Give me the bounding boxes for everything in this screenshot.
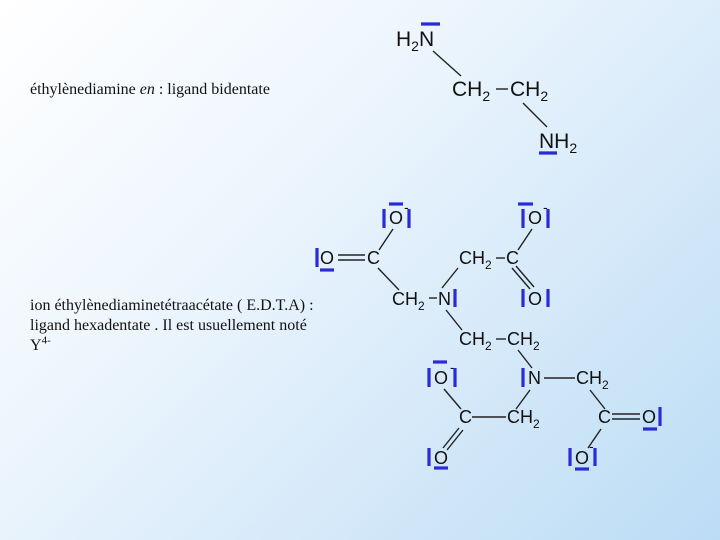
edta-c-b: C (506, 248, 519, 268)
caption-edta-line1: ion éthylènediaminetétraacétate ( E.D.T.… (30, 297, 314, 314)
caption-edta-y: Y (30, 337, 42, 354)
edta-o-minus-a: O (389, 208, 403, 228)
edta-ch2-n2: CH2 (576, 368, 609, 392)
edta-ch2-a: CH2 (459, 248, 492, 272)
edta-o-minus-b: O (528, 208, 542, 228)
edta-bond-oa-ca (378, 228, 394, 251)
caption-en-name: éthylènediamine (30, 81, 140, 98)
edta-bond-ca-ch2n1 (377, 267, 400, 291)
en-amine-top: H2N (396, 28, 434, 54)
edta-o-double-d: O (642, 407, 656, 427)
edta-double-bond-b1 (511, 267, 531, 290)
edta-o-double-c: O (434, 448, 448, 468)
en-amine-bottom: NH2 (539, 130, 577, 156)
edta-c-a: C (367, 248, 380, 268)
edta-ch2-c: CH2 (507, 407, 540, 431)
edta-bond-ch2n2-cd (589, 389, 606, 410)
edta-ch2-bridge-left: CH2 (459, 329, 492, 353)
edta-bond-ch2a-n1 (441, 267, 459, 289)
en-bond-n-ch2 (432, 50, 462, 77)
edta-n2: N (528, 368, 541, 388)
en-ch2-right: CH2 (510, 78, 548, 104)
edta-ch2-n1: CH2 (392, 289, 425, 313)
edta-minus-d: - (589, 438, 594, 454)
edta-minus-c: - (450, 359, 455, 375)
caption-ethylenediamine: éthylènediamine en : ligand bidentate (30, 80, 270, 100)
edta-double-bond-c1 (442, 427, 460, 449)
en-ch2-left: CH2 (452, 78, 490, 104)
edta-o-minus-d: O (575, 448, 589, 468)
en-bond-ch2-nh2 (522, 102, 548, 128)
ethylenediamine-structure: H2N CH2 CH2 NH2 (396, 22, 577, 156)
edta-o-double-a: O (320, 248, 334, 268)
edta-bond-cd-od (587, 428, 602, 449)
edta-c-c: C (459, 407, 472, 427)
edta-n1: N (438, 289, 451, 309)
edta-c-d: C (598, 407, 611, 427)
edta-bond-n2-ch2c (515, 389, 531, 410)
edta-structure: O - O - O C CH2 C O CH2 N (315, 199, 662, 471)
edta-double-bond-c2 (446, 429, 464, 451)
edta-ch2-bridge-right: CH2 (507, 329, 540, 353)
caption-edta-line2: ligand hexadentate . Il est usuellement … (30, 317, 307, 334)
edta-double-bond-b2 (515, 265, 535, 288)
edta-o-minus-c: O (434, 368, 448, 388)
edta-bond-oc-cc (443, 388, 462, 410)
edta-bond-n1-bridge (445, 309, 463, 331)
caption-edta: ion éthylènediaminetétraacétate ( E.D.T.… (30, 296, 360, 356)
caption-en-abbrev: en (139, 81, 155, 98)
caption-edta-line3: Y4- (30, 334, 360, 356)
edta-o-double-b: O (528, 289, 542, 309)
edta-bond-ob-cb (517, 228, 533, 251)
caption-en-rest: : ligand bidentate (154, 81, 270, 98)
caption-edta-charge: 4- (41, 334, 51, 347)
edta-bond-bridge-n2 (517, 349, 533, 369)
edta-minus-b: - (543, 199, 548, 215)
edta-minus-a: - (404, 199, 409, 215)
